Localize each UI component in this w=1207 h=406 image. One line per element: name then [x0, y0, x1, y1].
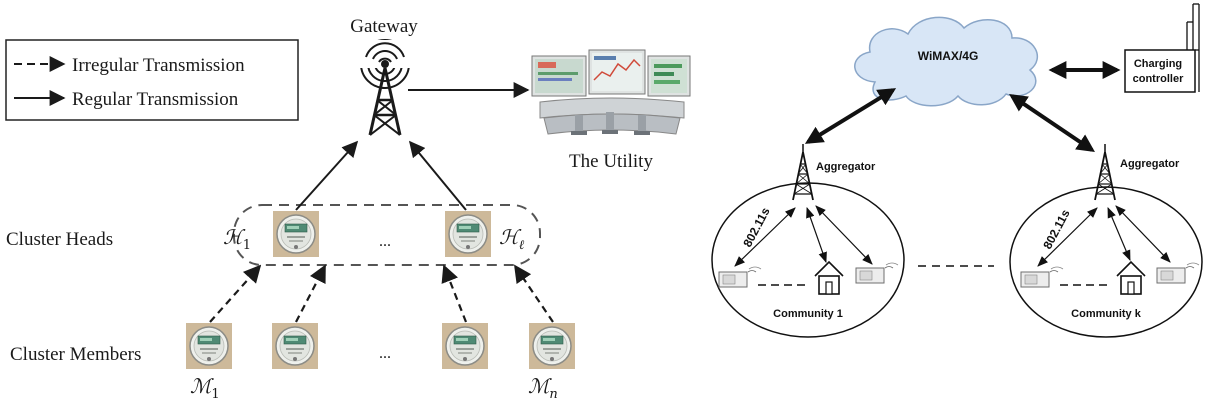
aggregator-right-device-link: [1037, 207, 1098, 267]
legend: Irregular Transmission Regular Transmiss…: [5, 39, 299, 121]
aggregator-right-tower-icon: [1094, 143, 1116, 201]
community-right-device2-icon: [1156, 262, 1200, 284]
community-right-label: Community k: [1071, 308, 1142, 320]
head1-to-gateway-arrow: [295, 140, 359, 211]
member-first-symbol: ℳ1: [190, 374, 220, 402]
cloud-aggregator-right-link: [1009, 93, 1095, 153]
aggregator-left-device2-link: [815, 205, 873, 265]
cluster-members-label: Cluster Members: [10, 344, 141, 365]
cluster-member-meter-2: [271, 322, 319, 370]
community-right-ellipse: [1009, 186, 1203, 338]
cluster-member-meter-1: [185, 322, 233, 370]
cluster-heads-group: [233, 204, 541, 266]
community-right-house-icon: [1116, 261, 1146, 295]
aggregator-left-device-link: [734, 207, 796, 267]
cluster-heads-label: Cluster Heads: [6, 229, 113, 250]
charging-controller-box: [1124, 49, 1196, 93]
cloud-label: WiMAX/4G: [918, 49, 979, 63]
charging-controller-line2: controller: [1133, 73, 1184, 85]
aggregator-right-label: Aggregator: [1120, 158, 1180, 170]
cluster-heads-ellipsis: ...: [379, 233, 391, 250]
legend-box: [5, 39, 299, 121]
community-left-device-icon: [718, 266, 762, 288]
legend-irregular-label: Irregular Transmission: [72, 55, 245, 76]
member2-to-head-arrow: [295, 264, 326, 323]
member-last-symbol: ℳn: [528, 374, 558, 402]
charging-controller: Charging controller: [1124, 3, 1200, 93]
aggregator-right-house-link: [1107, 207, 1131, 261]
community-right-device-icon: [1020, 266, 1064, 288]
charging-controller-line1: Charging: [1134, 58, 1182, 70]
community-left-ellipse: [711, 182, 905, 338]
utility-label: The Utility: [569, 151, 653, 172]
cluster-head-meter-1: [272, 210, 320, 258]
headl-to-gateway-arrow: [408, 140, 467, 211]
member1-to-head-arrow: [209, 264, 262, 323]
cloud-icon: [854, 16, 1039, 107]
gateway-icon: [360, 39, 410, 136]
legend-regular-label: Regular Transmission: [72, 89, 239, 110]
aggregator-left-label: Aggregator: [816, 161, 876, 173]
cluster-member-meter-n: [528, 322, 576, 370]
community-left-label: Community 1: [773, 308, 843, 320]
control-room-icon: [531, 49, 691, 135]
aggregator-right-device2-link: [1115, 205, 1171, 263]
cluster-members-ellipsis: ...: [379, 345, 391, 362]
membern-to-head-arrow: [514, 264, 554, 323]
cloud-aggregator-left-link: [804, 88, 897, 144]
link-left-label: 802.11s: [740, 205, 773, 250]
head-last-symbol: ℋℓ: [499, 225, 525, 253]
community-left-house-icon: [814, 261, 844, 295]
cluster-member-meter-3: [441, 322, 489, 370]
community-left-device2-icon: [855, 262, 899, 284]
gateway-label: Gateway: [350, 16, 418, 37]
head-first-symbol: ℋ1: [223, 225, 251, 253]
aggregator-left-house-link: [806, 206, 827, 264]
cluster-head-meter-l: [444, 210, 492, 258]
aggregator-left-tower-icon: [792, 143, 814, 201]
member3-to-head-arrow: [441, 264, 468, 323]
link-right-label: 802.11s: [1040, 207, 1073, 252]
